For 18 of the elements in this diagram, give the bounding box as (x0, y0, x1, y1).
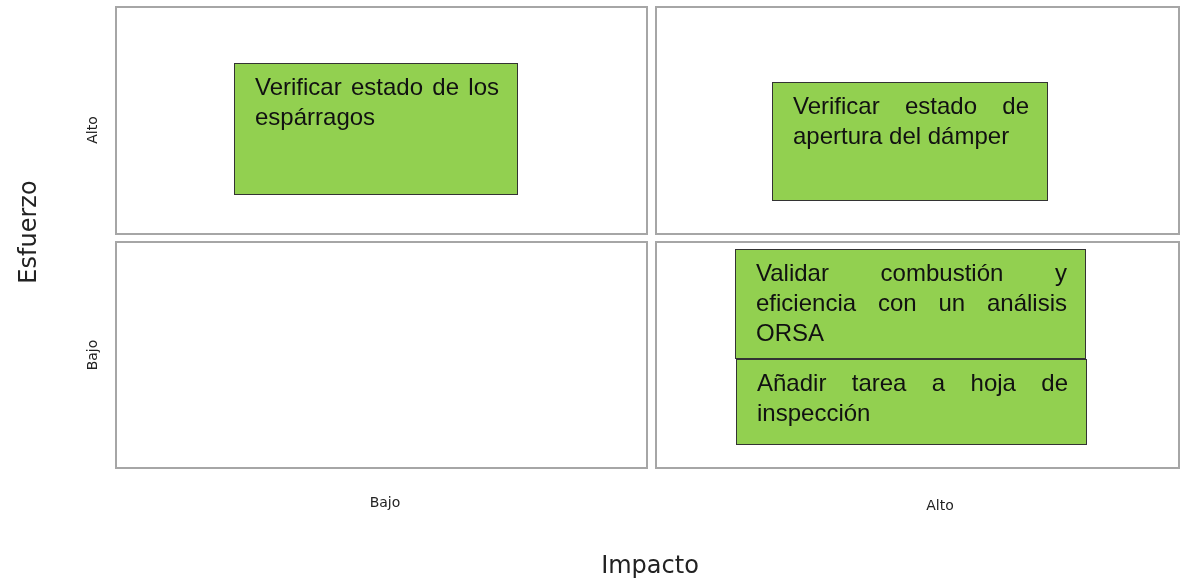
task-box (234, 63, 518, 195)
quadrant-box (655, 241, 1180, 469)
quadrant-box (115, 6, 648, 235)
axis-title: Esfuerzo (14, 180, 42, 284)
axis-tick-label: Bajo (369, 494, 401, 510)
axis-title: Impacto (601, 551, 699, 579)
task-box (772, 82, 1048, 201)
axis-tick-label: Bajo (84, 339, 100, 371)
task-text: Verificar estado de los espárragos (255, 72, 499, 132)
task-text: Añadir tarea a hoja de inspección (757, 368, 1068, 428)
task-box (735, 249, 1086, 359)
task-text: Validar combustión y eficiencia con un análisis ORSA (756, 258, 1067, 348)
axis-tick-label: Alto (926, 497, 954, 513)
quadrant-box (115, 241, 648, 469)
axis-tick-label: Alto (84, 116, 100, 144)
quadrant-box (655, 6, 1180, 235)
task-box (736, 359, 1087, 445)
task-text: Verificar estado de apertura del dámper (793, 91, 1029, 151)
